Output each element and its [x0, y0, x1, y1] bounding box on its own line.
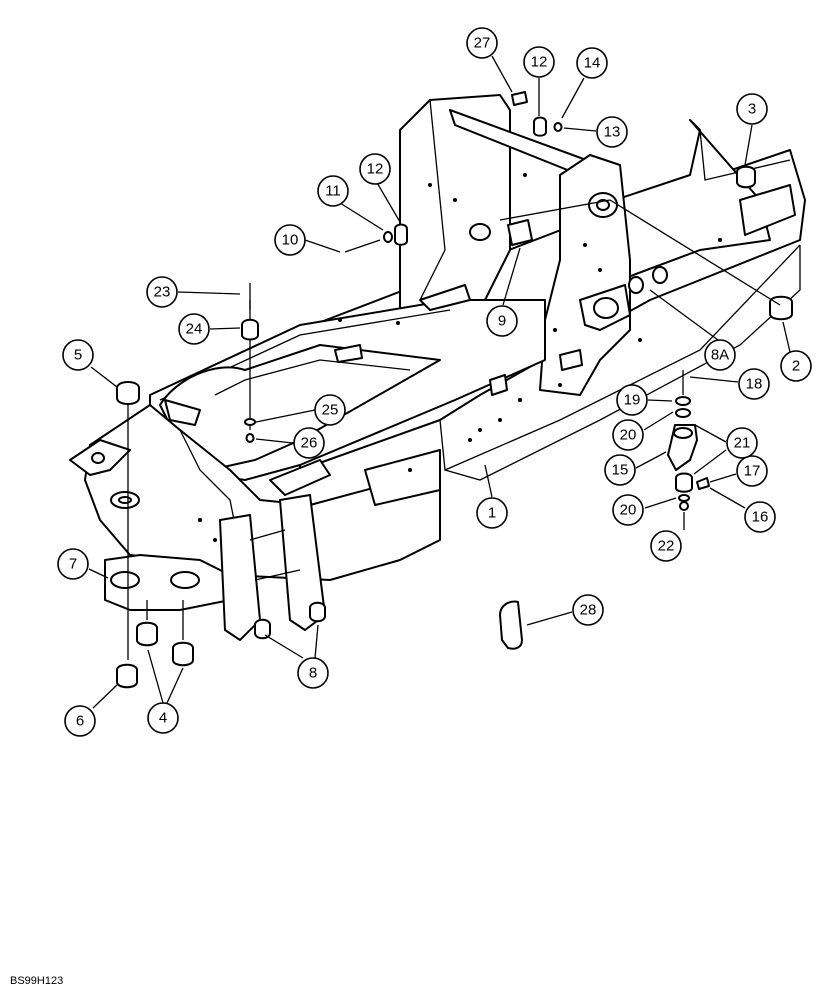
- leader-c10: [304, 239, 341, 253]
- callout-20-lower: 20: [612, 494, 644, 526]
- callout-16: 16: [744, 501, 776, 533]
- leader-c5: [90, 366, 118, 388]
- leader-c21b: [693, 449, 727, 475]
- leader-c7: [88, 568, 109, 579]
- callout-10: 10: [274, 224, 306, 256]
- callout-label: 9: [498, 313, 506, 330]
- callout-25: 25: [314, 394, 346, 426]
- callout-label: 14: [584, 55, 601, 72]
- callout-label: 18: [746, 376, 763, 393]
- callout-8A: 8A: [704, 339, 736, 371]
- callout-label: 20: [620, 502, 637, 519]
- callout-1: 1: [476, 497, 508, 529]
- callout-12-top: 12: [523, 46, 555, 78]
- callout-label: 23: [154, 284, 171, 301]
- leader-c3: [744, 124, 753, 166]
- callout-label: 2: [792, 358, 800, 375]
- callout-label: 16: [752, 509, 769, 526]
- callout-9: 9: [486, 305, 518, 337]
- callout-2: 2: [780, 350, 812, 382]
- callout-23: 23: [146, 276, 178, 308]
- leader-c20b: [644, 497, 677, 509]
- leader-c21a: [694, 424, 727, 443]
- main-frame-drawing: [69, 91, 806, 689]
- callout-label: 13: [604, 124, 621, 141]
- callout-label: 12: [367, 161, 384, 178]
- leader-c13: [563, 127, 597, 132]
- leader-c16: [709, 487, 746, 509]
- leader-c4b: [166, 667, 184, 704]
- callout-label: 27: [474, 35, 491, 52]
- callout-4: 4: [147, 702, 179, 734]
- leader-c4a: [147, 649, 164, 704]
- leader-lines: [88, 55, 791, 709]
- leader-c24: [209, 327, 241, 330]
- callout-19: 19: [616, 384, 648, 416]
- leader-c9: [502, 247, 521, 306]
- leader-c20a: [643, 411, 674, 431]
- callout-label: 21: [734, 435, 751, 452]
- callout-6: 6: [64, 705, 96, 737]
- callout-27: 27: [466, 27, 498, 59]
- callout-label: 8A: [711, 347, 729, 364]
- callout-8: 8: [297, 657, 329, 689]
- callout-label: 5: [74, 347, 82, 364]
- callout-label: 7: [69, 556, 77, 573]
- callout-13: 13: [596, 116, 628, 148]
- callout-label: 25: [322, 402, 339, 419]
- callout-15: 15: [604, 454, 636, 486]
- leader-c2: [782, 321, 791, 353]
- callout-label: 28: [580, 602, 597, 619]
- leader-c19: [647, 399, 673, 402]
- leader-c11: [339, 202, 384, 231]
- leader-c25: [255, 409, 316, 423]
- leader-c8b: [314, 624, 319, 659]
- leader-c23: [177, 291, 241, 295]
- leader-c15: [635, 451, 667, 469]
- callout-11: 11: [317, 175, 349, 207]
- leader-c28: [526, 611, 573, 626]
- callout-22: 22: [650, 530, 682, 562]
- callout-label: 20: [620, 427, 637, 444]
- callout-label: 4: [159, 710, 167, 727]
- callout-12-left: 12: [359, 153, 391, 185]
- callout-label: 15: [612, 462, 629, 479]
- callout-label: 6: [76, 713, 84, 730]
- leader-c12a: [375, 180, 401, 223]
- callout-label: 11: [325, 183, 341, 200]
- callout-label: 12: [531, 54, 548, 71]
- leader-c1: [484, 464, 493, 498]
- callout-14: 14: [576, 47, 608, 79]
- callout-label: 17: [744, 463, 761, 480]
- leader-c8a: [264, 634, 304, 659]
- callout-label: 10: [282, 232, 299, 249]
- callout-label: 24: [186, 321, 203, 338]
- callout-20-upper: 20: [612, 419, 644, 451]
- callout-24: 24: [178, 313, 210, 345]
- callout-label: 22: [658, 538, 675, 555]
- callout-17: 17: [736, 455, 768, 487]
- callout-18: 18: [738, 368, 770, 400]
- callout-21: 21: [726, 427, 758, 459]
- leader-c14: [561, 77, 585, 119]
- leader-c18: [689, 376, 739, 383]
- callout-label: 1: [488, 505, 496, 522]
- leader-c26: [255, 438, 294, 444]
- callout-label: 3: [748, 101, 756, 118]
- leader-c6: [92, 684, 118, 709]
- callout-label: 26: [301, 435, 318, 452]
- callouts: 1 2 3 4 5 6 7 8 8A 9 10 11 12 12 13 14 1…: [57, 27, 812, 737]
- leader-c17: [709, 473, 737, 483]
- callout-28: 28: [572, 594, 604, 626]
- callout-7: 7: [57, 548, 89, 580]
- callout-label: 19: [624, 392, 641, 409]
- leader-c27: [491, 55, 513, 93]
- callout-26: 26: [293, 427, 325, 459]
- callout-5: 5: [62, 339, 94, 371]
- leader-c8A: [649, 289, 719, 341]
- drawing-reference-code: BS99H123: [10, 975, 64, 987]
- callout-3: 3: [736, 93, 768, 125]
- callout-label: 8: [309, 665, 317, 682]
